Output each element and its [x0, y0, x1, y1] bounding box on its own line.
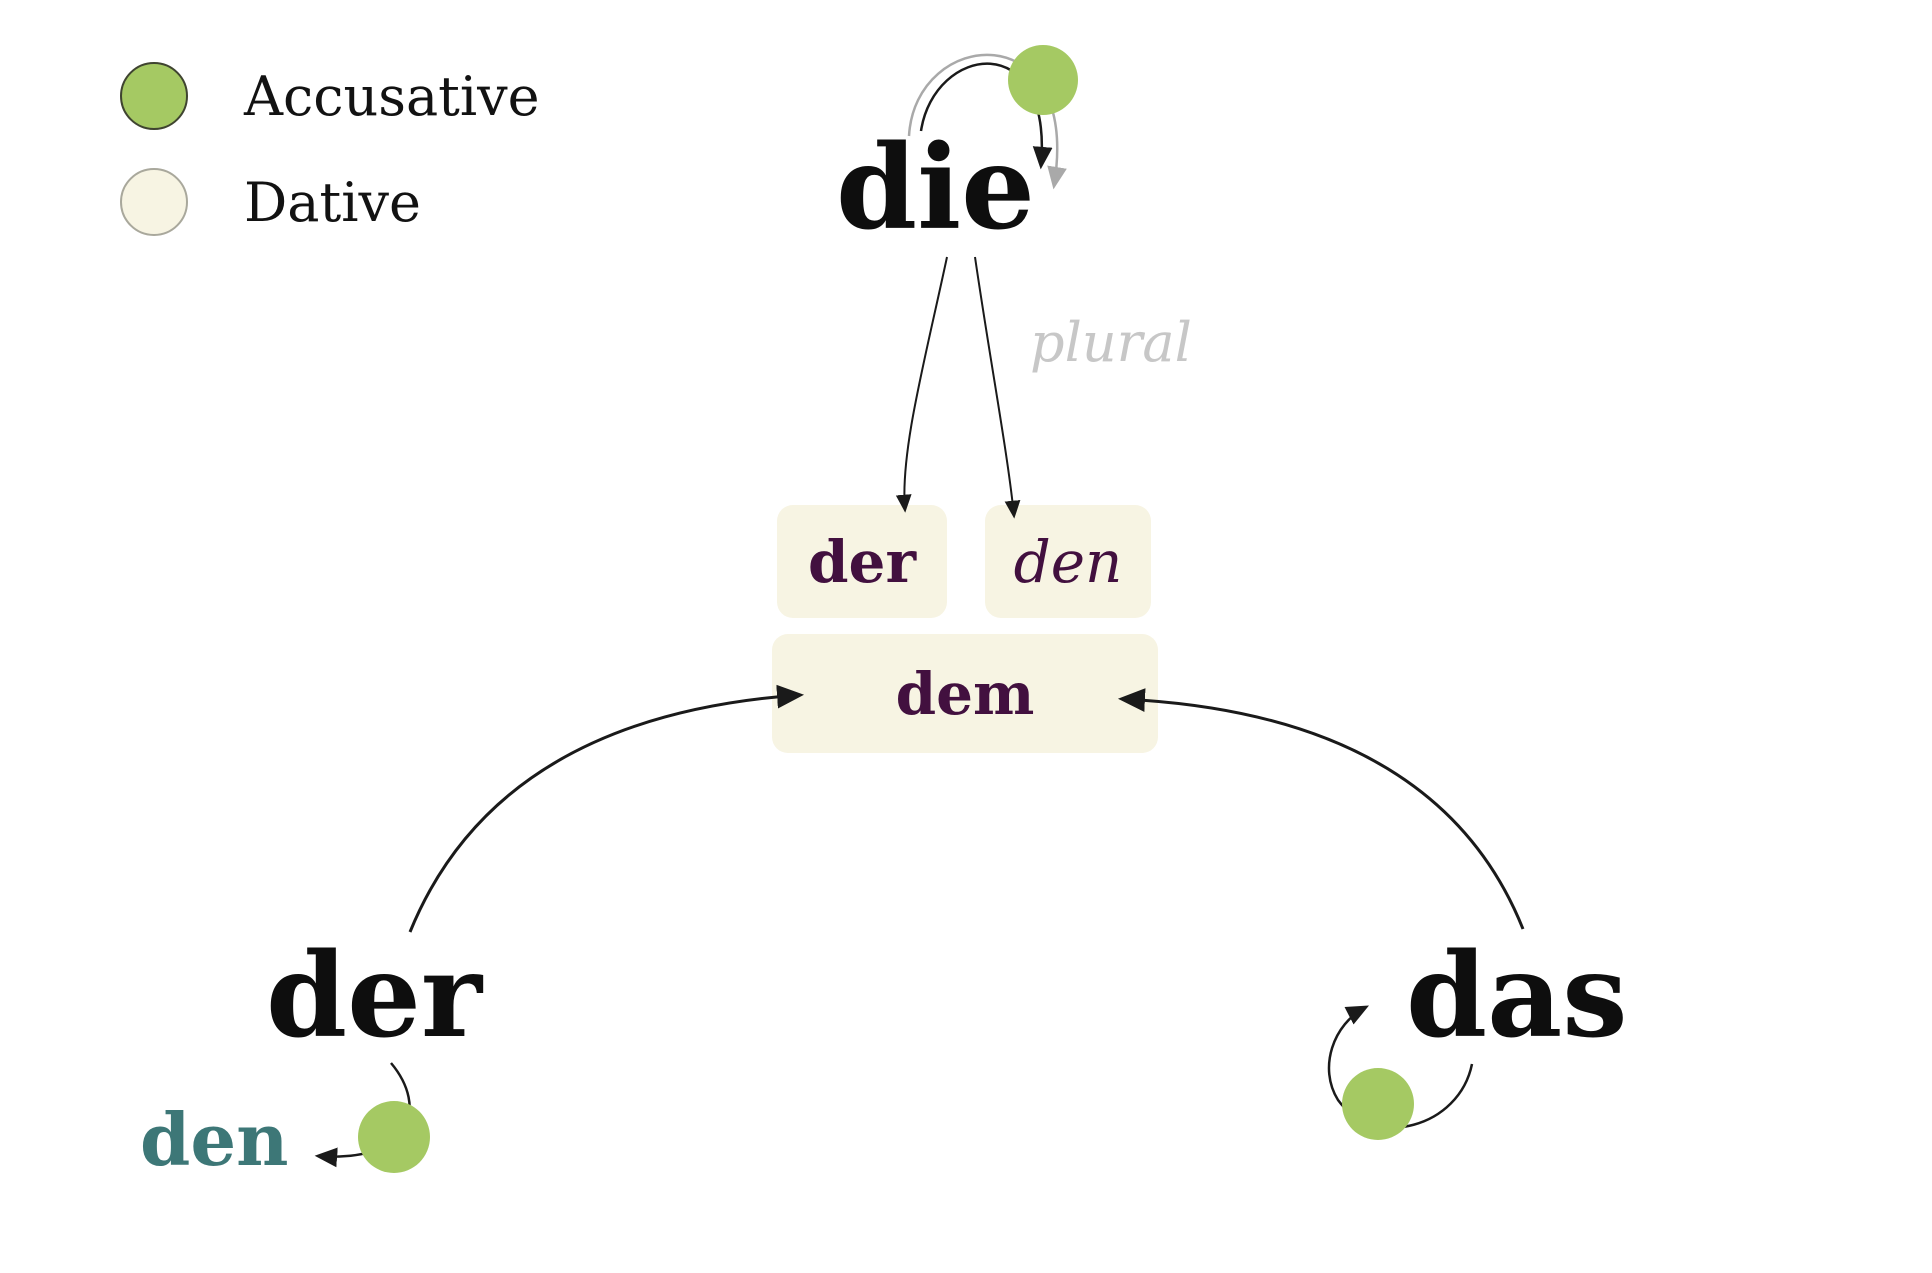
dative-feminine-box: der	[777, 505, 947, 618]
legend-item-dative: Dative	[120, 168, 421, 236]
plural-annotation: plural	[1030, 311, 1192, 374]
accusative-swatch-icon	[120, 62, 188, 130]
der-node: der	[266, 928, 483, 1064]
dative-plural-label: den	[1013, 527, 1123, 596]
legend-dative-label: Dative	[244, 170, 421, 234]
dative-swatch-icon	[120, 168, 188, 236]
legend-accusative-label: Accusative	[244, 64, 540, 128]
dative-masculine-neuter-box: dem	[772, 634, 1158, 753]
das-node: das	[1406, 928, 1628, 1064]
legend-item-accusative: Accusative	[120, 62, 540, 130]
dative-masculine-neuter-label: dem	[895, 659, 1035, 728]
die-node: die	[836, 120, 1035, 256]
dative-plural-box: den	[985, 505, 1151, 618]
dative-feminine-label: der	[807, 527, 916, 596]
den-accusative-label: den	[140, 1097, 289, 1182]
